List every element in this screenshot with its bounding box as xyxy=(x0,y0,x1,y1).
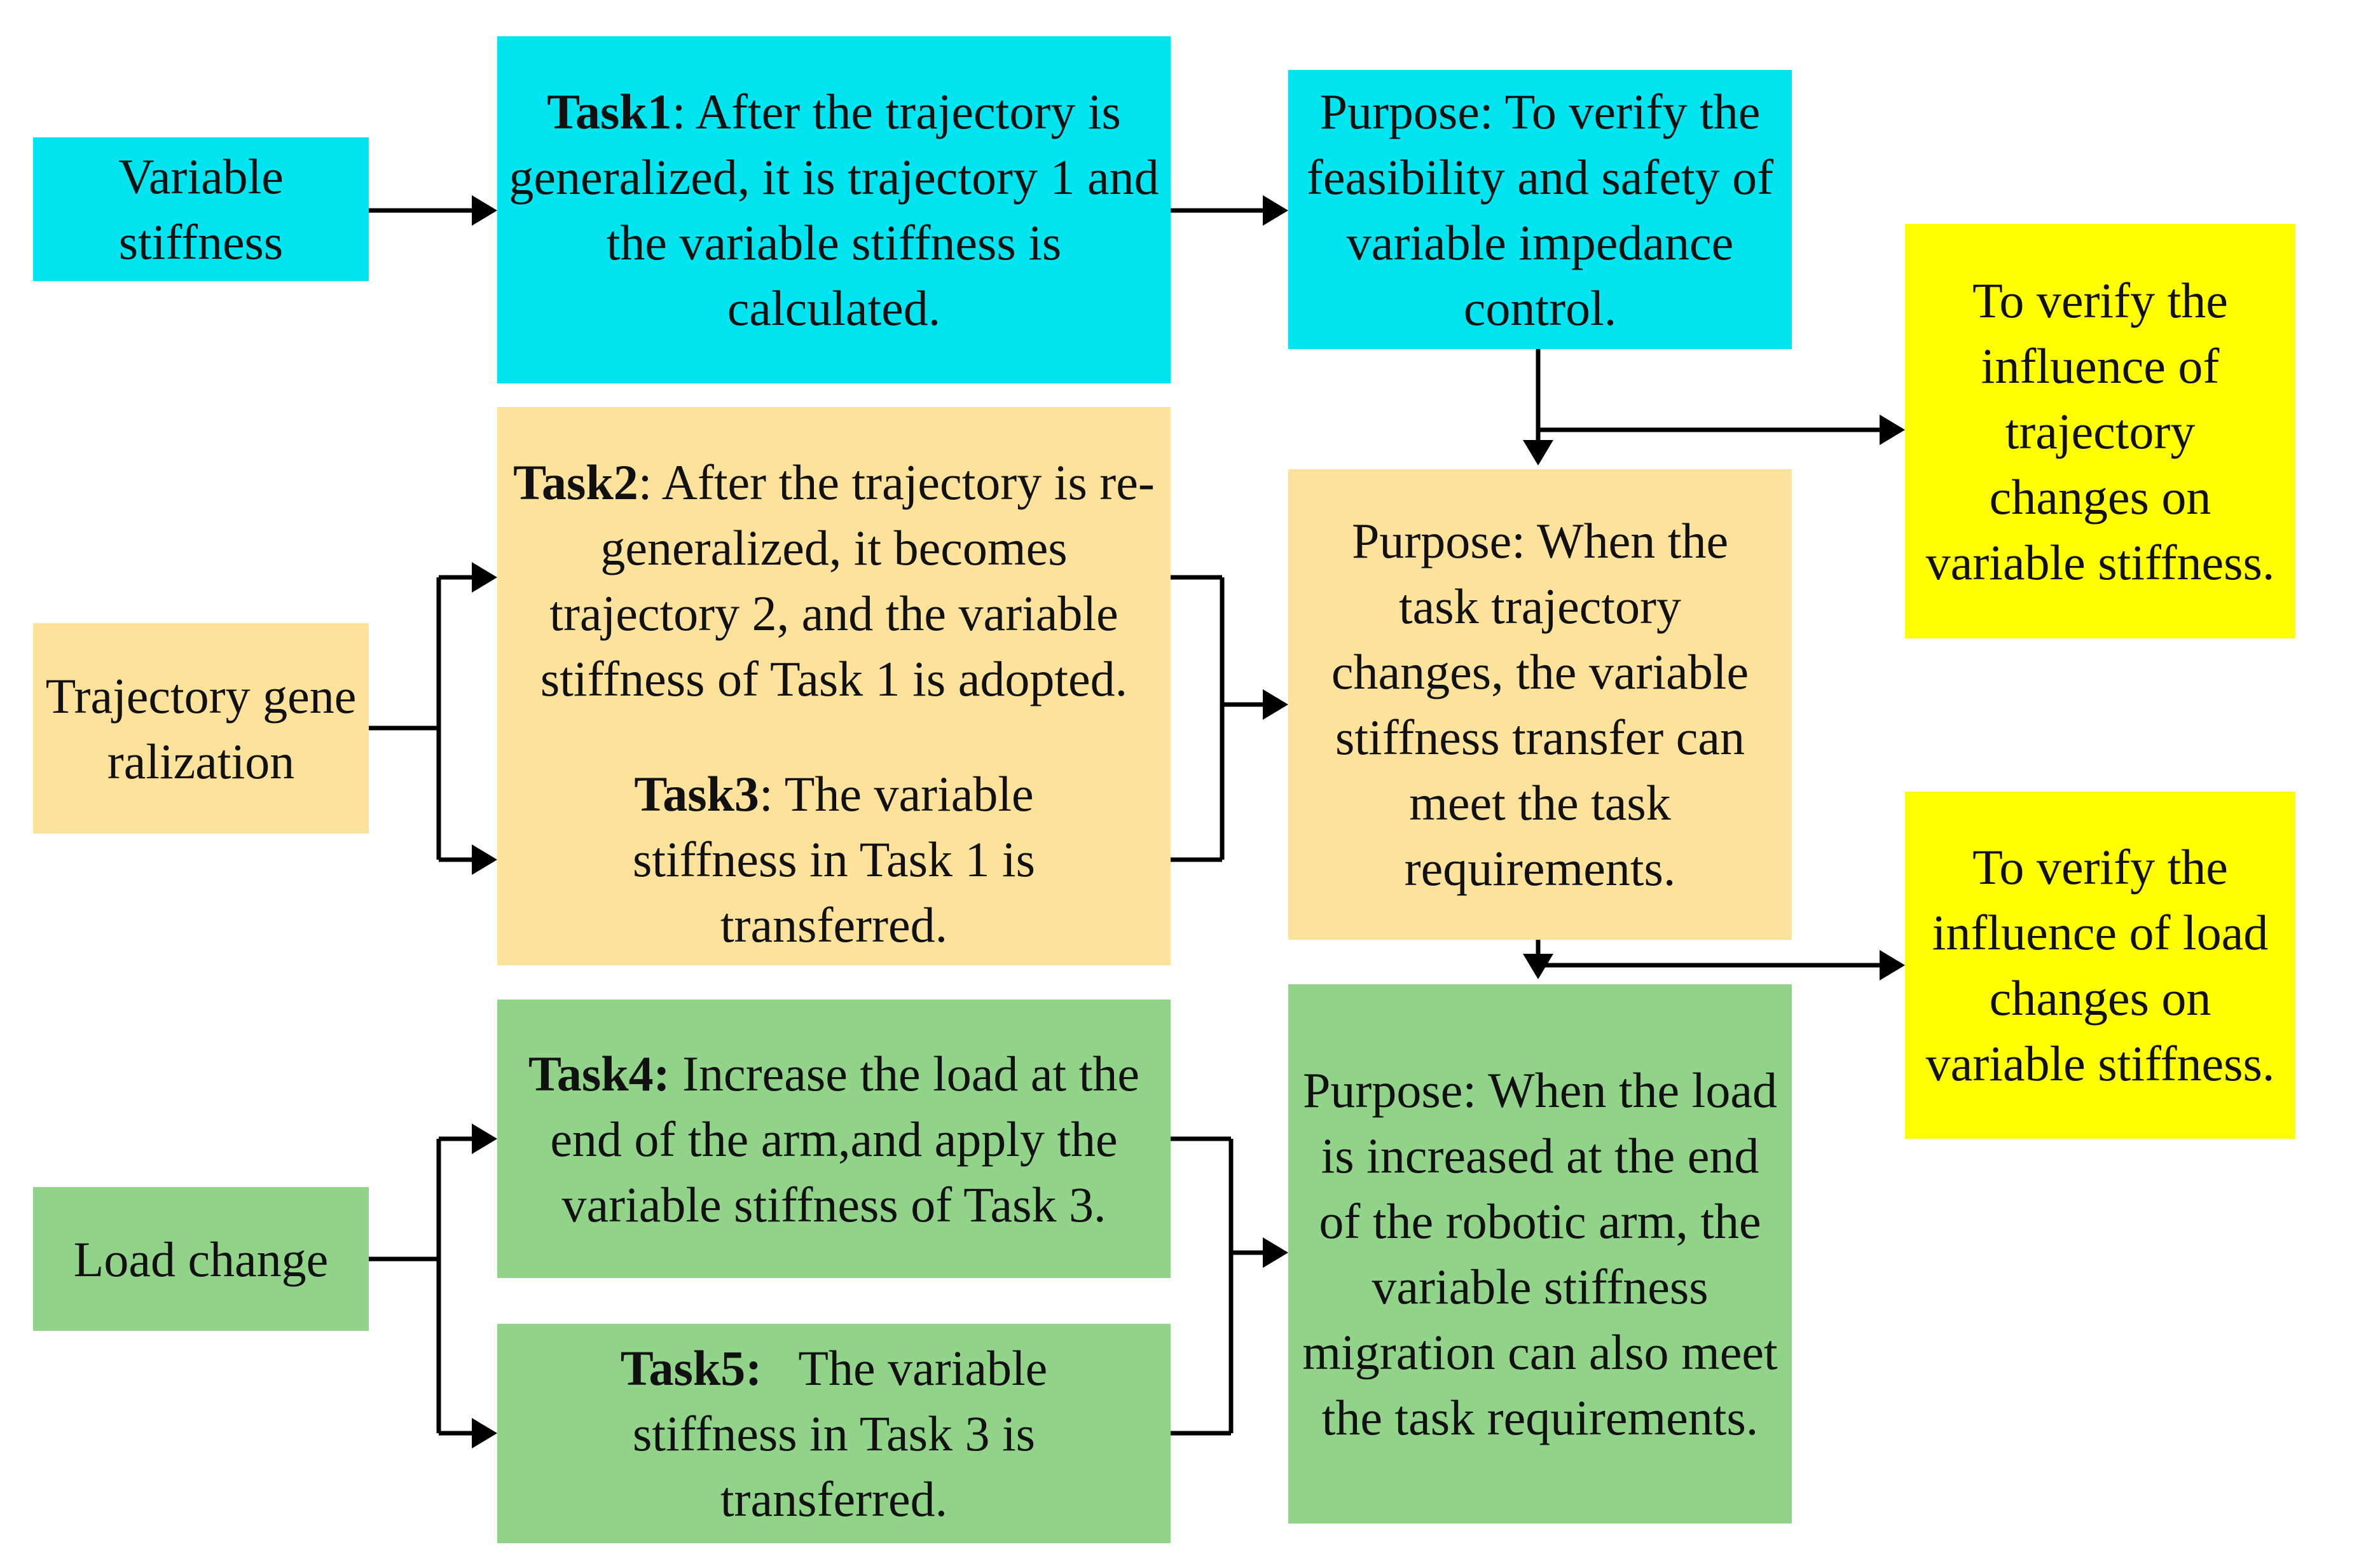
task3-box: Task3: The variable stiffness in Task 1 … xyxy=(497,753,1171,965)
task1-title: Task1 xyxy=(547,84,672,139)
purpose1-text: Purpose: To verify the feasibility and s… xyxy=(1306,83,1774,336)
trajectory-generalization-box: Trajectory generalization xyxy=(33,623,369,834)
variable-stiffness-box: Variable stiffness xyxy=(33,137,369,281)
task3-text: : The variable stiffness in Task 1 is tr… xyxy=(632,766,1036,952)
task4-box: Task4: Increase the load at the end of t… xyxy=(497,1000,1171,1278)
task2-box: Task2: After the trajectory is re-genera… xyxy=(497,407,1171,753)
task1-text: : After the trajectory is generalized, i… xyxy=(509,84,1159,336)
purpose1-box: Purpose: To verify the feasibility and s… xyxy=(1288,70,1792,349)
load-verification-box: To verify the influence of load changes … xyxy=(1905,792,2295,1139)
load-change-label: Load change xyxy=(73,1231,329,1287)
task5-title: Task5: xyxy=(620,1340,762,1396)
task2-text: : After the trajectory is re-generalized… xyxy=(540,454,1155,706)
task3-title: Task3 xyxy=(634,766,759,822)
trajectory-verification-box: To verify the influence of trajectory ch… xyxy=(1905,224,2295,638)
trajectory-verification-text: To verify the influence of trajectory ch… xyxy=(1925,272,2275,590)
purpose2-box: Purpose: When the task trajectory change… xyxy=(1288,469,1792,940)
task5-text: The variable stiffness in Task 3 is tran… xyxy=(632,1340,1060,1527)
task4-title: Task4: xyxy=(528,1045,670,1101)
load-verification-text: To verify the influence of load changes … xyxy=(1925,839,2275,1091)
trajectory-generalization-label: Trajectory generalization xyxy=(45,668,357,789)
task1-box: Task1: After the trajectory is generaliz… xyxy=(497,36,1171,383)
task5-box: Task5: The variable stiffness in Task 3 … xyxy=(497,1324,1171,1543)
load-change-box: Load change xyxy=(33,1187,369,1331)
purpose2-text: Purpose: When the task trajectory change… xyxy=(1331,513,1749,896)
task4-text: Increase the load at the end of the arm,… xyxy=(550,1045,1140,1232)
purpose3-box: Purpose: When the load is increased at t… xyxy=(1288,984,1792,1523)
task2-title: Task2 xyxy=(513,454,638,510)
purpose3-text: Purpose: When the load is increased at t… xyxy=(1302,1063,1778,1445)
variable-stiffness-label: Variable stiffness xyxy=(118,149,284,270)
